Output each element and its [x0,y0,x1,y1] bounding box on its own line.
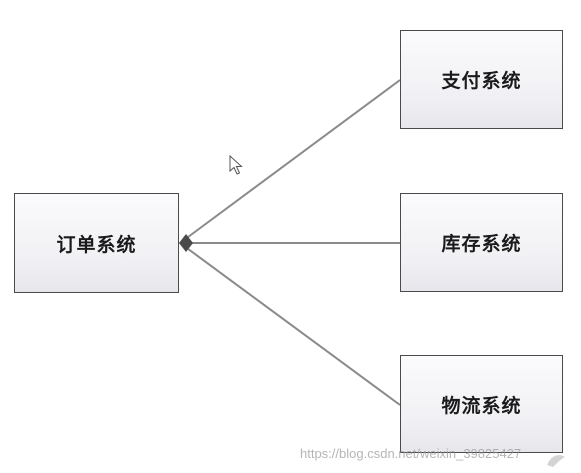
node-label: 库存系统 [441,233,522,255]
node-payment-system[interactable]: 支付系统 [400,30,563,129]
node-label: 物流系统 [441,394,522,417]
watermark-url: https://blog.csdn.net/weixin_39825427 [300,446,522,461]
corner-logo-icon [547,455,565,467]
node-inventory-system[interactable]: 库存系统 [400,193,563,292]
node-order-system[interactable]: 订单系统 [14,193,179,293]
edge-order-pay [179,79,401,244]
node-label: 支付系统 [441,70,522,92]
edge-order-logistics [179,242,401,406]
aggregation-diamond-icon [179,234,193,252]
node-logistics-system[interactable]: 物流系统 [400,355,563,453]
mouse-pointer-icon [229,155,243,175]
node-label: 订单系统 [56,233,137,256]
